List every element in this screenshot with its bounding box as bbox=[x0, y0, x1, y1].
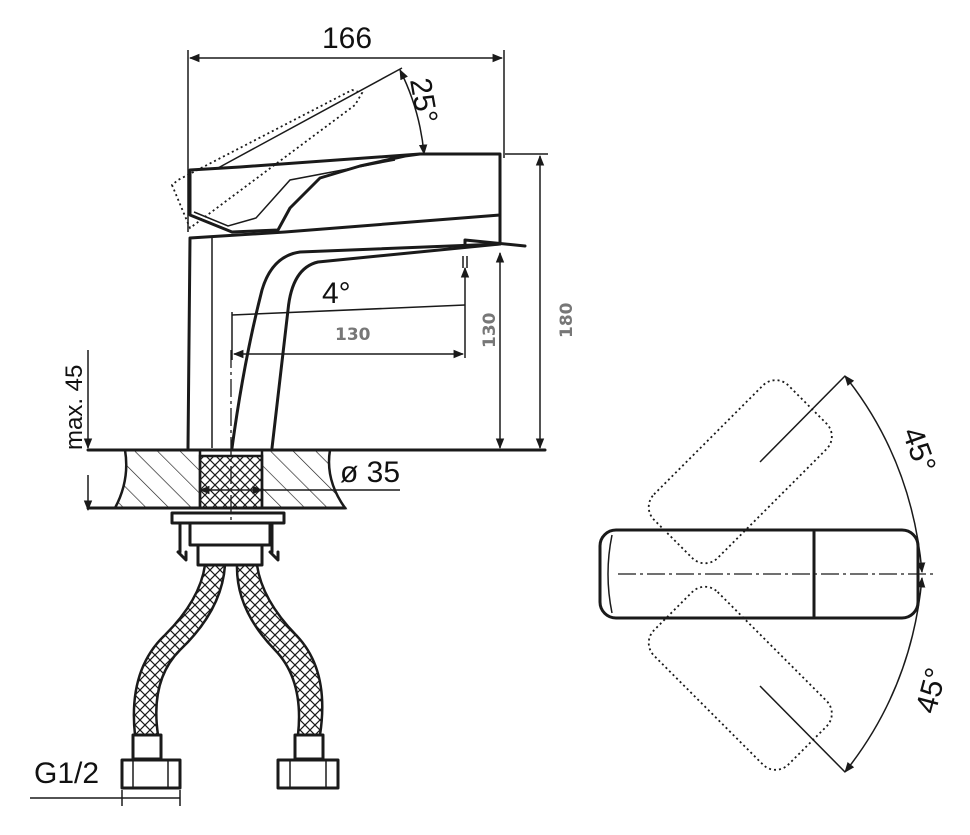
counter-hatched-right bbox=[260, 448, 348, 510]
side-view bbox=[86, 67, 547, 790]
lever-raised-outline bbox=[170, 89, 364, 230]
dim-180-label: 180 bbox=[557, 302, 577, 338]
faucet-body-outline bbox=[186, 152, 502, 450]
rotation-up-label: 45° bbox=[895, 423, 942, 477]
dim-max45-label: max. 45 bbox=[61, 365, 88, 450]
hose-left bbox=[132, 563, 227, 737]
handle-rotated-down bbox=[647, 585, 833, 771]
hose-right bbox=[235, 563, 324, 737]
lever-inner-line bbox=[193, 159, 396, 227]
lever-raised-top bbox=[217, 67, 403, 169]
dim-thread-label: G1/2 bbox=[34, 757, 99, 790]
dim-4deg-line bbox=[231, 304, 466, 316]
dim-4deg-label: 4° bbox=[322, 277, 351, 310]
rotation-arc-down bbox=[844, 576, 926, 773]
rotation-radial-up bbox=[759, 375, 846, 463]
dim-166-label: 166 bbox=[322, 22, 372, 55]
mounting-nut bbox=[188, 521, 272, 547]
hose-connector-block bbox=[196, 543, 264, 567]
hose-fitting-right bbox=[276, 733, 340, 790]
counter-hatched-left bbox=[112, 448, 202, 510]
spout-outlet bbox=[463, 238, 527, 248]
spout-outer bbox=[230, 213, 502, 450]
rotation-down-label: 45° bbox=[910, 664, 954, 716]
top-view: 45° 45° bbox=[598, 375, 954, 773]
handle-rotated-up bbox=[647, 379, 833, 565]
outlet-marks bbox=[462, 256, 468, 268]
dim-25deg-label: 25° bbox=[403, 75, 443, 125]
studs bbox=[176, 521, 280, 562]
dim-dia-label: ø 35 bbox=[340, 456, 400, 489]
dim-reach-label: 130 bbox=[335, 325, 371, 345]
rotation-arc-up bbox=[844, 375, 926, 574]
lever-handle bbox=[188, 152, 422, 234]
dim-25deg-arc bbox=[399, 69, 428, 156]
spout-inner bbox=[270, 242, 502, 450]
rotation-radial-down bbox=[759, 685, 846, 773]
handle-front-edge bbox=[607, 534, 613, 614]
side-dimensions: 166 25° 4° 130 130 180 max. 45 ø 35 G1/2 bbox=[30, 22, 577, 806]
dim-spout-height-label: 130 bbox=[480, 312, 500, 348]
hose-fitting-left bbox=[120, 733, 182, 790]
